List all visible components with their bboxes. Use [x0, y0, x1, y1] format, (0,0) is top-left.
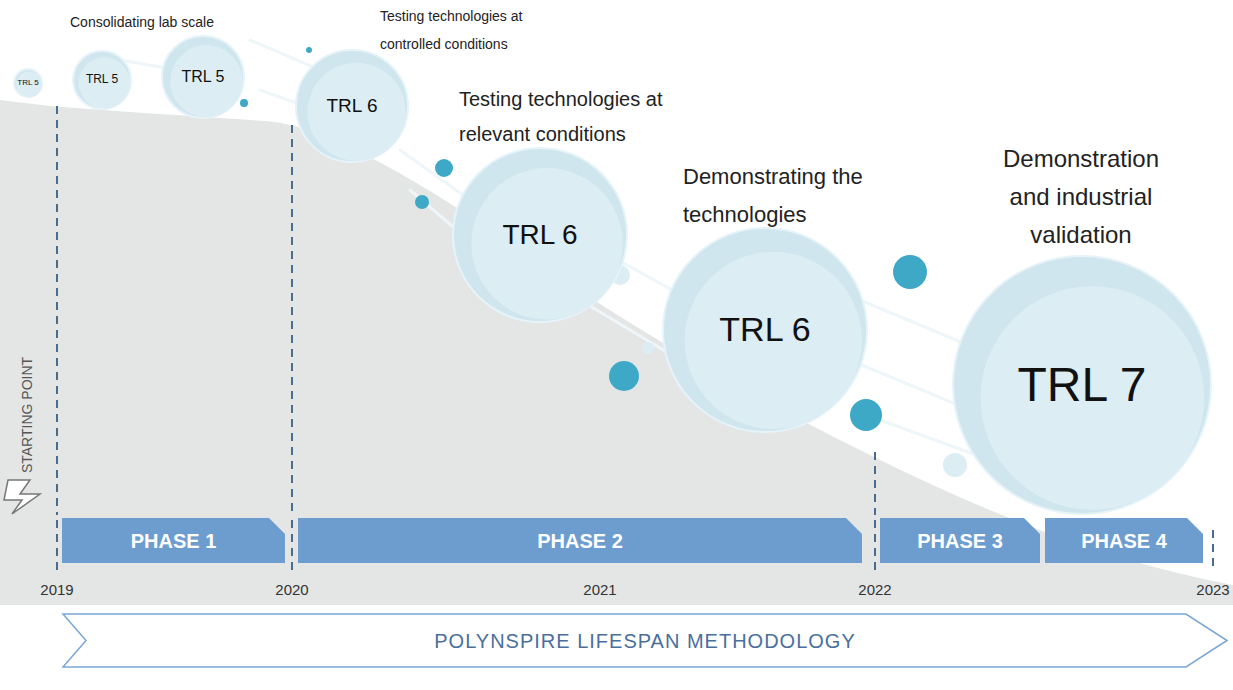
start-label: STARTING POINT — [19, 345, 35, 485]
dashed-divider — [291, 520, 293, 570]
dashed-divider — [56, 106, 58, 515]
trl-circle: TRL 6 — [452, 147, 628, 323]
year-label: 2020 — [267, 581, 317, 599]
stage-caption: Demonstrating the technologies — [683, 158, 923, 234]
dashed-divider — [874, 452, 876, 515]
motion-streaks — [120, 40, 990, 460]
dot — [435, 159, 453, 177]
trl-circle: TRL 5 — [72, 50, 132, 110]
trl-level: TRL 5 — [86, 73, 118, 86]
phase-tab: PHASE 2 — [298, 518, 862, 563]
circle-body — [953, 256, 1211, 514]
phase-name: PHASE 4 — [1081, 530, 1167, 552]
phase-shape — [1045, 518, 1203, 563]
trl-level: TRL 6 — [326, 96, 377, 117]
trl-circle: TRL 6 — [662, 227, 868, 433]
dashed-divider — [291, 125, 293, 515]
phase-shape — [62, 518, 285, 563]
streak — [400, 150, 470, 200]
slope-ground — [0, 100, 1233, 605]
dot — [609, 361, 639, 391]
phase-tab: PHASE 1 — [62, 518, 285, 563]
dot — [893, 255, 927, 289]
phase-name: PHASE 2 — [537, 530, 623, 552]
phase-tab: PHASE 3 — [880, 518, 1040, 563]
trl-circle: TRL 7 — [952, 255, 1212, 515]
lightning-icon — [4, 480, 40, 514]
circle-body — [296, 50, 408, 162]
dot — [642, 342, 654, 354]
year-label: 2023 — [1188, 581, 1233, 599]
year-label: 2019 — [32, 581, 82, 599]
circle-highlight — [170, 45, 242, 117]
circle-highlight — [471, 168, 622, 319]
trl-level: TRL 5 — [17, 79, 39, 88]
circle-highlight — [981, 286, 1205, 510]
trl-level: TRL 7 — [1018, 359, 1147, 412]
trl-circle: TRL 6 — [295, 49, 409, 163]
dot — [415, 195, 429, 209]
trl-level: TRL 6 — [502, 220, 577, 251]
trl-level: TRL 5 — [182, 68, 225, 86]
trl-level: TRL 6 — [719, 311, 810, 348]
circle-body — [14, 69, 42, 97]
circle-highlight — [308, 63, 406, 161]
accent-dots — [240, 47, 927, 431]
circle-body — [663, 228, 867, 432]
dashed-divider — [874, 520, 876, 570]
phase-dividers — [57, 106, 1213, 570]
trl-circle: TRL 5 — [161, 35, 245, 119]
dashed-divider — [1212, 530, 1214, 570]
circle-highlight — [79, 57, 131, 109]
streak — [250, 40, 320, 70]
phase-shape — [298, 518, 862, 563]
dot — [306, 47, 312, 53]
circle-body — [73, 51, 131, 109]
stage-caption: Demonstration and industrial validation — [981, 140, 1181, 254]
trl-circle: TRL 5 — [13, 68, 43, 98]
year-label: 2021 — [575, 581, 625, 599]
lifespan-arrow: POLYNSPIRE LIFESPAN METHODOLOGY — [62, 613, 1228, 668]
dot — [943, 453, 967, 477]
phase-shape — [880, 518, 1040, 563]
stage-caption: Testing technologies at controlled condi… — [380, 2, 570, 58]
phase-tab: PHASE 4 — [1045, 518, 1203, 563]
stage-caption: Consolidating lab scale — [70, 12, 310, 32]
arrow-shape — [63, 614, 1227, 667]
methodology-title: POLYNSPIRE LIFESPAN METHODOLOGY — [434, 630, 855, 652]
circle-highlight — [685, 252, 862, 429]
dot — [240, 99, 248, 107]
dashed-divider — [56, 520, 58, 570]
stage-caption: Testing technologies at relevant conditi… — [459, 82, 734, 152]
circle-highlight — [16, 72, 42, 98]
phase-name: PHASE 3 — [917, 530, 1003, 552]
dot — [850, 399, 882, 431]
circle-body — [162, 36, 244, 118]
circle-body — [453, 148, 627, 322]
year-label: 2022 — [850, 581, 900, 599]
phase-name: PHASE 1 — [131, 530, 217, 552]
